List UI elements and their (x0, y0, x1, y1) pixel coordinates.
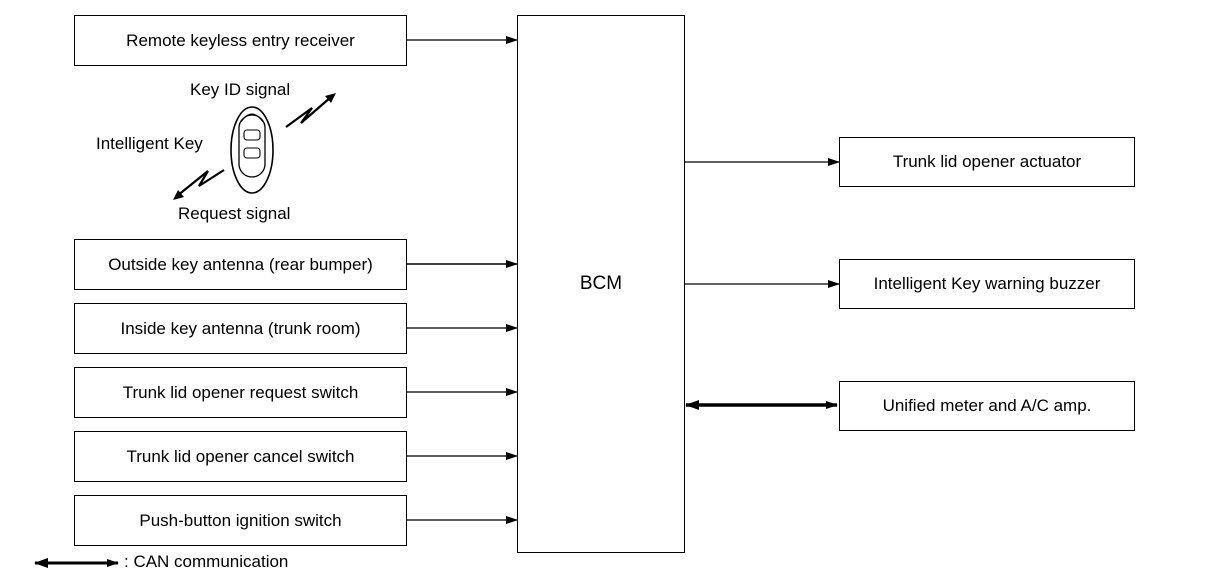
outside-key-antenna-box: Outside key antenna (rear bumper) (74, 239, 407, 290)
unified-meter-ac-amp-box: Unified meter and A/C amp. (839, 381, 1135, 431)
trunk-lid-opener-actuator-box: Trunk lid opener actuator (839, 137, 1135, 187)
key-id-signal-label: Key ID signal (190, 80, 291, 99)
push-button-ignition-switch-box: Push-button ignition switch (74, 495, 407, 546)
bcm-box: BCM (517, 15, 685, 553)
key-id-signal-icon (285, 93, 336, 128)
request-signal-icon (173, 169, 225, 200)
intelligent-key-warning-buzzer-box: Intelligent Key warning buzzer (839, 259, 1135, 309)
remote-keyless-entry-receiver-box: Remote keyless entry receiver (74, 15, 407, 66)
legend-can-communication: : CAN communication (124, 552, 289, 571)
trunk-lid-opener-request-switch-box: Trunk lid opener request switch (74, 367, 407, 418)
trunk-lid-opener-cancel-switch-box: Trunk lid opener cancel switch (74, 431, 407, 482)
intelligent-key-icon (230, 106, 274, 194)
inside-key-antenna-box: Inside key antenna (trunk room) (74, 303, 407, 354)
intelligent-key-label: Intelligent Key (96, 134, 203, 153)
request-signal-label: Request signal (178, 204, 291, 223)
